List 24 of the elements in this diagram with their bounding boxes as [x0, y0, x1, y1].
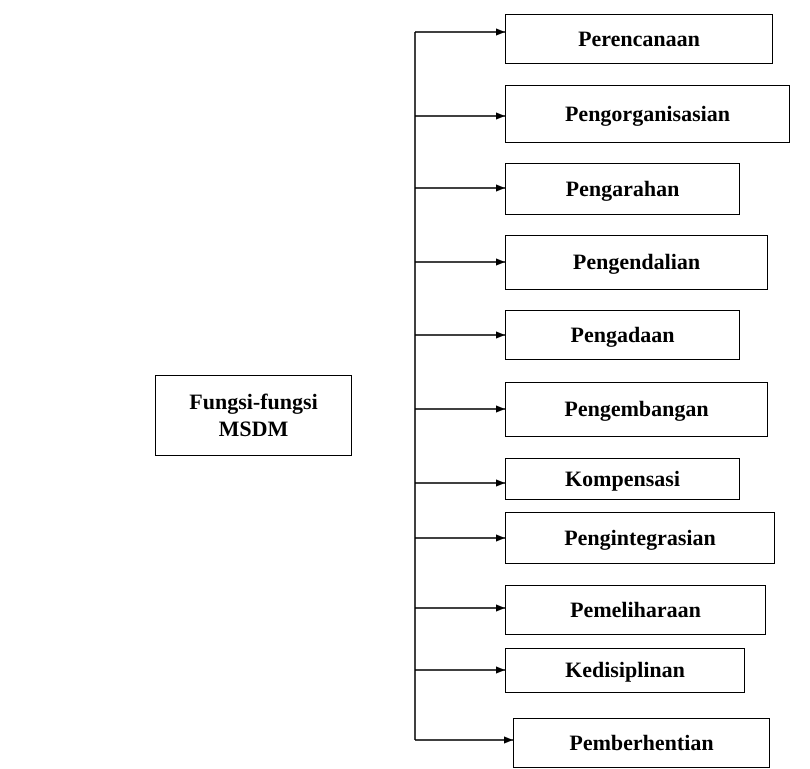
trunk-line [414, 32, 416, 740]
function-box: Pengarahan [505, 163, 740, 215]
main-box: Fungsi-fungsi MSDM [155, 375, 352, 456]
arrow [415, 479, 505, 487]
function-box: Pengadaan [505, 310, 740, 360]
arrow [415, 331, 505, 339]
arrow [415, 184, 505, 192]
function-box: Pengorganisasian [505, 85, 790, 143]
function-box: Perencanaan [505, 14, 773, 64]
function-box: Pemeliharaan [505, 585, 766, 635]
function-box: Pengintegrasian [505, 512, 775, 564]
arrow [415, 28, 505, 36]
arrow [415, 666, 505, 674]
function-box: Pemberhentian [513, 718, 770, 768]
arrow [415, 736, 513, 744]
arrow [415, 258, 505, 266]
arrow [415, 112, 505, 120]
arrow [415, 604, 505, 612]
function-box: Pengendalian [505, 235, 768, 290]
function-box: Pengembangan [505, 382, 768, 437]
function-box: Kompensasi [505, 458, 740, 500]
arrow [415, 405, 505, 413]
function-box: Kedisiplinan [505, 648, 745, 693]
arrow [415, 534, 505, 542]
